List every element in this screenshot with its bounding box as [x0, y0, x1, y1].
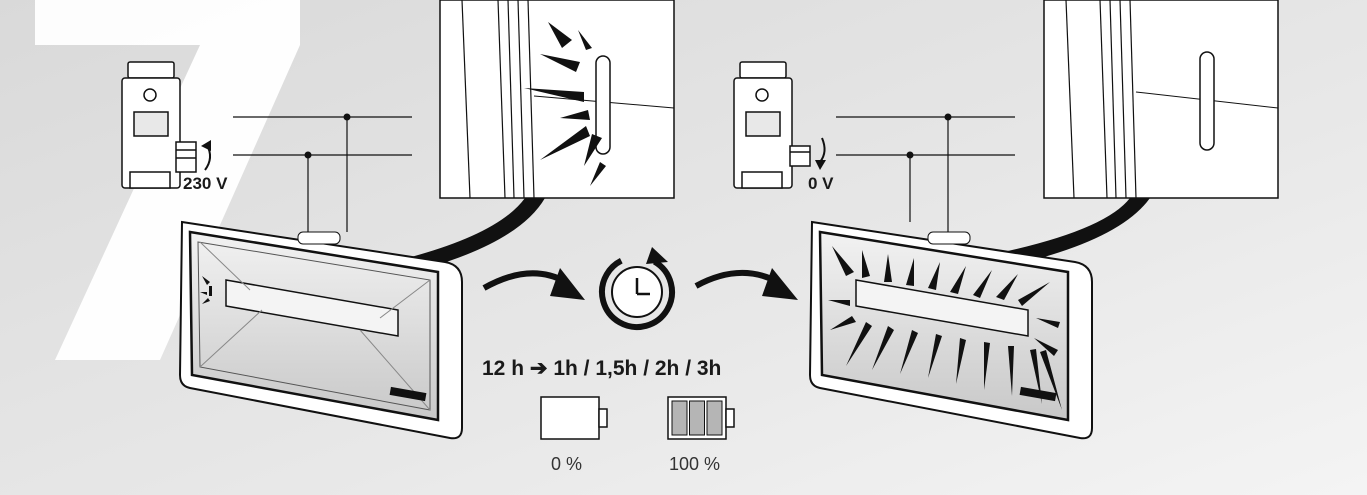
zoom-detail-left: [439, 0, 675, 199]
battery-full-icon: [667, 396, 735, 440]
arrow-glyph: ➔: [529, 357, 548, 380]
clock-timer-icon: [599, 247, 675, 330]
autonomy-options: 1h / 1,5h / 2h / 3h: [553, 357, 722, 380]
arrow-head: [550, 268, 585, 300]
wire-node: [944, 113, 952, 121]
battery-full-label: 100 %: [669, 454, 721, 474]
timing-line: 12 h ➔ 1h / 1,5h / 2h / 3h: [482, 356, 721, 381]
wire-node: [343, 113, 351, 121]
charge-time: 12 h: [482, 357, 525, 380]
voltage-label-on: 230 V: [183, 174, 228, 193]
circuit-breaker-icon: [733, 61, 811, 189]
arrow-head: [201, 140, 211, 151]
zoom-detail-right: [1043, 0, 1279, 199]
emergency-luminaire-right: [808, 220, 1093, 440]
arrow-head: [762, 268, 798, 300]
wire-node: [304, 151, 312, 159]
battery-empty-label: 0 %: [551, 454, 583, 474]
battery-cell: [689, 400, 705, 436]
battery-cell: [706, 400, 723, 436]
light-rays: [828, 246, 1062, 410]
wire-node: [906, 151, 914, 159]
wires-left: [233, 116, 412, 232]
voltage-label-off: 0 V: [808, 174, 834, 193]
battery-cell: [671, 400, 688, 436]
emergency-luminaire-left: [178, 220, 463, 440]
circuit-breaker-icon: [121, 61, 197, 189]
battery-empty-icon: [540, 396, 608, 440]
arrow-head: [815, 160, 826, 170]
status-led-rays: [200, 276, 212, 304]
flash-rays: [524, 22, 606, 186]
wires-right: [836, 116, 1015, 232]
